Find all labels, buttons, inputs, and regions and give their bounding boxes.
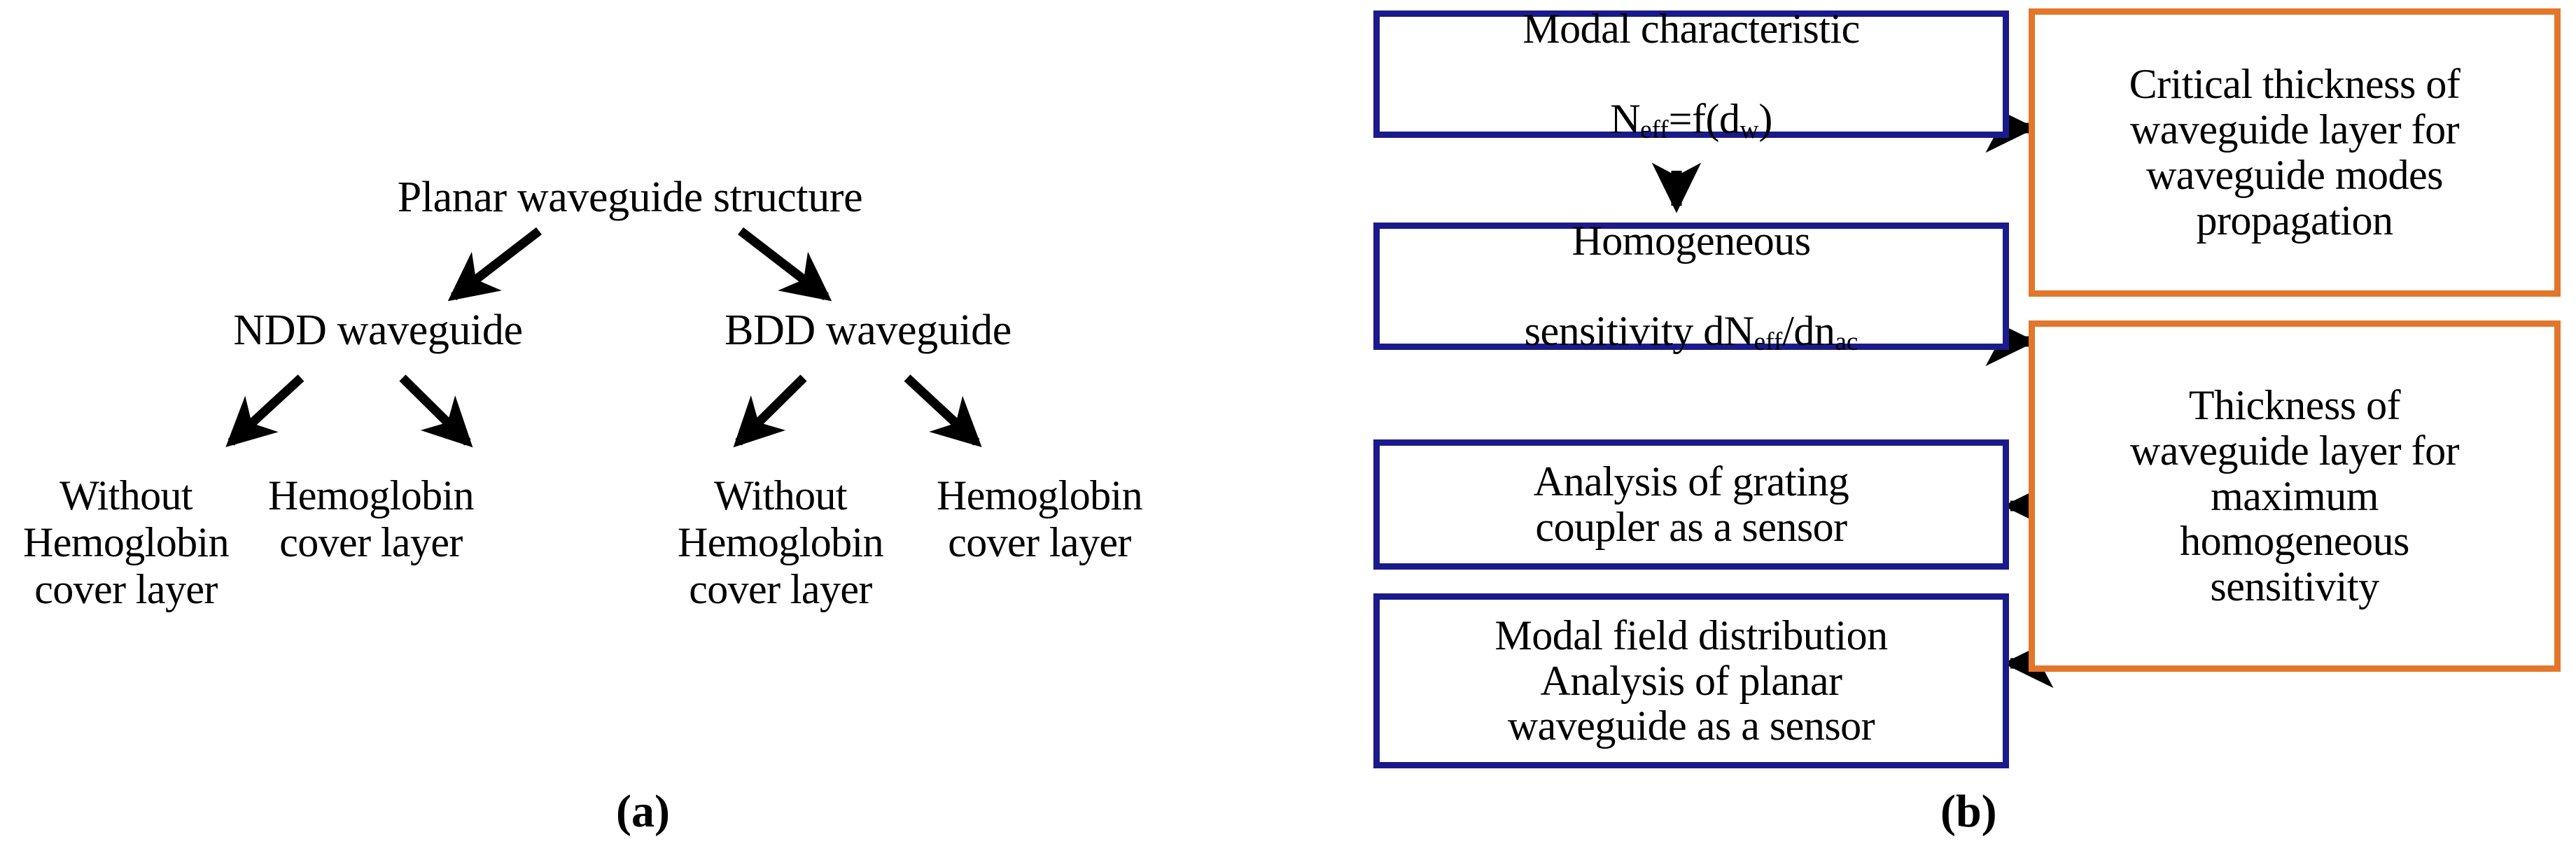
panel-a-caption: (a)	[616, 786, 670, 837]
tree-leaf-bdd-hemoglobin-cover: Hemoglobin cover layer	[937, 472, 1143, 566]
tree-leaf-ndd-without-hemoglobin: Without Hemoglobin cover layer	[23, 472, 230, 613]
dneff-sub-ac: ac	[1835, 327, 1858, 357]
flow-box-modal-field-distribution[interactable]: Modal field distribution Analysis of pla…	[1373, 593, 2009, 768]
dneff-mid: /dn	[1782, 308, 1835, 355]
flow-box-grating-coupler-analysis[interactable]: Analysis of grating coupler as a sensor	[1373, 439, 2009, 570]
flow-box-critical-thickness-text: Critical thickness of waveguide layer fo…	[2129, 61, 2460, 244]
arrow-bdd-to-leaf4	[904, 374, 982, 448]
flow-box-grating-coupler-analysis-text: Analysis of grating coupler as a sensor	[1533, 458, 1849, 550]
flow-box-max-sensitivity-thickness[interactable]: Thickness of waveguide layer for maximum…	[2029, 320, 2561, 672]
tree-root-node: Planar waveguide structure	[397, 174, 863, 221]
neff-mid: =f(d	[1668, 96, 1740, 143]
flow-box-modal-characteristic-text: Modal characteristic Neff=f(dw)	[1516, 0, 1866, 188]
tree-node-ndd-waveguide: NDD waveguide	[233, 306, 523, 354]
flow-box-modal-field-distribution-text: Modal field distribution Analysis of pla…	[1494, 612, 1888, 749]
flow-box-max-sensitivity-thickness-text: Thickness of waveguide layer for maximum…	[2129, 382, 2460, 610]
homogeneous-sensitivity-line1: Homogeneous	[1572, 217, 1811, 264]
modal-characteristic-line2: Neff=f(dw)	[1522, 96, 1859, 145]
neff-sub-eff: eff	[1640, 115, 1669, 145]
tree-node-bdd-waveguide: BDD waveguide	[724, 306, 1011, 354]
flow-box-homogeneous-sensitivity-text: Homogeneous sensitivity dNeff/dnac	[1518, 173, 1865, 400]
neff-pre: N	[1610, 96, 1641, 143]
flow-box-critical-thickness[interactable]: Critical thickness of waveguide layer fo…	[2029, 8, 2561, 297]
neff-post: )	[1758, 96, 1772, 143]
flow-box-homogeneous-sensitivity[interactable]: Homogeneous sensitivity dNeff/dnac	[1373, 218, 2009, 356]
arrow-bdd-to-leaf3	[733, 374, 807, 448]
modal-characteristic-line1: Modal characteristic	[1522, 5, 1860, 52]
dneff-sub-eff: eff	[1754, 327, 1783, 357]
arrow-root-to-ndd	[447, 227, 542, 302]
tree-leaf-bdd-without-hemoglobin: Without Hemoglobin cover layer	[678, 472, 884, 613]
arrow-ndd-to-leaf2	[399, 374, 473, 448]
homogeneous-sensitivity-line2: sensitivity dNeff/dnac	[1524, 308, 1858, 357]
arrow-ndd-to-leaf1	[225, 374, 304, 448]
arrow-root-to-bdd	[738, 227, 832, 302]
tree-leaf-ndd-hemoglobin-cover: Hemoglobin cover layer	[268, 472, 475, 566]
flow-box-modal-characteristic[interactable]: Modal characteristic Neff=f(dw)	[1373, 6, 2009, 144]
neff-sub-w: w	[1740, 115, 1759, 145]
panel-b-caption: (b)	[1940, 786, 1997, 837]
dneff-pre: sensitivity dN	[1524, 308, 1755, 355]
